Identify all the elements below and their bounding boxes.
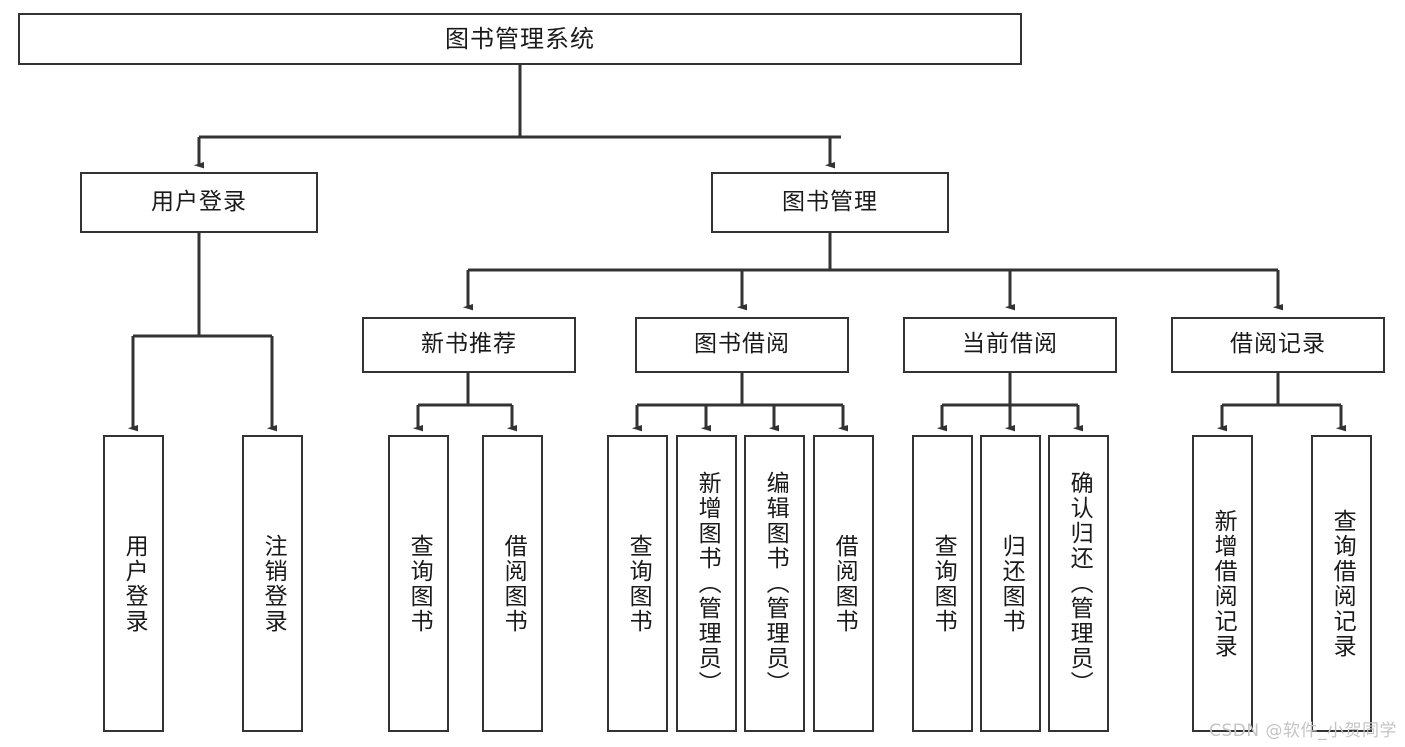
node-book-borrow[interactable]: 图书借阅 <box>635 317 849 373</box>
node-label: 用户登录 <box>121 533 148 634</box>
node-leaf-add-borrow-record[interactable]: 新增借阅记录 <box>1192 435 1253 732</box>
node-leaf-borrow-book-bb[interactable]: 借阅图书 <box>813 435 874 732</box>
node-leaf-borrow-book-nb[interactable]: 借阅图书 <box>482 435 543 732</box>
node-label: 图书管理系统 <box>445 24 595 53</box>
node-leaf-logout[interactable]: 注销登录 <box>242 435 303 732</box>
node-label: 新增图书（管理员） <box>694 471 721 696</box>
node-label: 归还图书 <box>998 533 1025 634</box>
node-new-book-recommend[interactable]: 新书推荐 <box>362 317 576 373</box>
node-label: 图书借阅 <box>694 331 790 358</box>
node-leaf-add-book-admin[interactable]: 新增图书（管理员） <box>676 435 737 732</box>
node-label: 借阅图书 <box>831 533 858 634</box>
node-label: 注销登录 <box>260 533 287 634</box>
node-label: 查询图书 <box>625 533 652 634</box>
node-label: 查询图书 <box>406 533 433 634</box>
node-leaf-query-borrow-record[interactable]: 查询借阅记录 <box>1311 435 1372 732</box>
node-leaf-query-book-bb[interactable]: 查询图书 <box>607 435 668 732</box>
node-label: 图书管理 <box>782 188 878 215</box>
node-label: 编辑图书（管理员） <box>762 471 789 696</box>
watermark: CSDN @软件_小贺同学 <box>1209 721 1397 741</box>
node-leaf-query-book-nb[interactable]: 查询图书 <box>388 435 449 732</box>
node-leaf-user-login[interactable]: 用户登录 <box>103 435 164 732</box>
node-leaf-edit-book-admin[interactable]: 编辑图书（管理员） <box>744 435 805 732</box>
node-leaf-confirm-return-admin[interactable]: 确认归还（管理员） <box>1048 435 1109 732</box>
node-label: 查询图书 <box>930 533 957 634</box>
node-book-management[interactable]: 图书管理 <box>711 172 949 233</box>
node-user-login[interactable]: 用户登录 <box>80 172 318 233</box>
node-label: 查询借阅记录 <box>1329 508 1356 659</box>
node-root-library-system[interactable]: 图书管理系统 <box>18 13 1022 65</box>
node-current-borrow[interactable]: 当前借阅 <box>903 317 1117 373</box>
node-label: 确认归还（管理员） <box>1066 471 1093 696</box>
node-label: 当前借阅 <box>962 331 1058 358</box>
node-label: 借阅记录 <box>1230 331 1326 358</box>
node-label: 借阅图书 <box>500 533 527 634</box>
node-borrow-record[interactable]: 借阅记录 <box>1171 317 1385 373</box>
node-leaf-query-book-cb[interactable]: 查询图书 <box>912 435 973 732</box>
node-label: 用户登录 <box>151 188 247 215</box>
node-label: 新增借阅记录 <box>1210 508 1237 659</box>
node-leaf-return-book[interactable]: 归还图书 <box>980 435 1041 732</box>
node-label: 新书推荐 <box>421 331 517 358</box>
